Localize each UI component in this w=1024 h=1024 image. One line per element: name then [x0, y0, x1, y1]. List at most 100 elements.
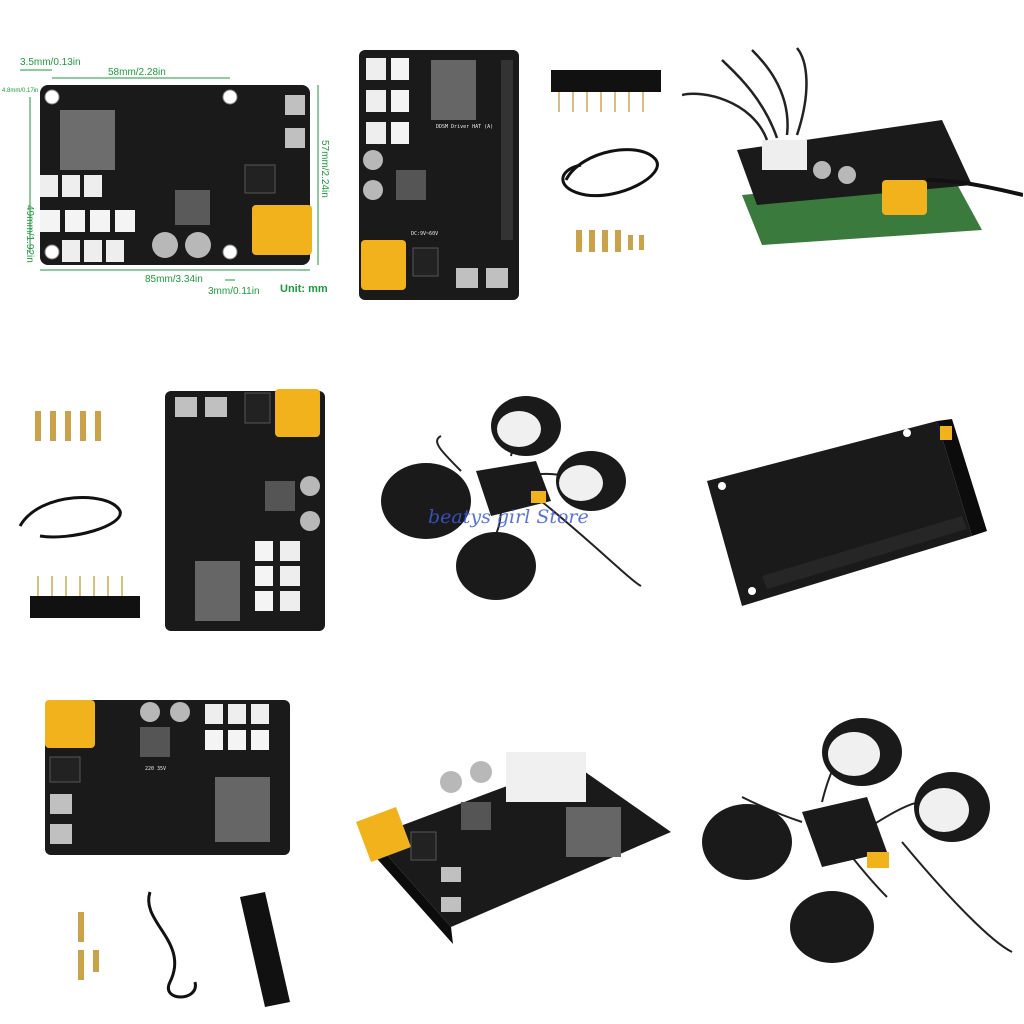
wheel-hub — [559, 465, 603, 501]
mount-hole — [44, 89, 60, 105]
pcb-board — [707, 421, 972, 606]
usb-c-port — [456, 268, 478, 288]
capacitor — [152, 232, 178, 258]
wheel-hub — [919, 788, 969, 832]
usb-cable — [147, 891, 197, 999]
capacitor — [140, 702, 160, 722]
unit-label: Unit: mm — [280, 283, 328, 295]
driver-chip — [175, 190, 210, 225]
dimension-lines — [20, 69, 319, 281]
power-label: DC:9V~60V — [411, 231, 438, 237]
usb-c-port — [285, 95, 305, 115]
capacitor — [300, 511, 320, 531]
driver-chip — [265, 481, 295, 511]
dim-left-offset: 3.5mm/0.13in — [20, 57, 81, 68]
driver-chip — [461, 802, 491, 830]
capacitor — [363, 180, 383, 200]
cap-rating: 220 35V — [145, 766, 166, 772]
usb-cable — [561, 148, 659, 198]
dc-jack — [244, 164, 276, 194]
capacitor — [470, 761, 492, 783]
servo-connectors — [366, 58, 409, 144]
capacitor — [300, 476, 320, 496]
esp32-module — [215, 777, 270, 842]
usb-c-port-2 — [285, 128, 305, 148]
servo-connectors — [506, 752, 586, 802]
board-title: DDSM Driver HAT (A) — [436, 124, 493, 130]
motor-cables — [682, 47, 808, 141]
xt60-connector — [45, 700, 95, 748]
dim-small-offset: 4.8mm/0.17in — [2, 88, 38, 94]
usb-c-port-2 — [486, 268, 508, 288]
xt60-connector — [356, 807, 411, 862]
wheel — [381, 463, 471, 539]
esp32-module — [431, 60, 476, 120]
mount-hole — [222, 89, 238, 105]
board-rotated-accessories — [0, 341, 341, 682]
xt60-connector — [275, 389, 320, 437]
header-pins — [558, 92, 644, 112]
driver-chip — [396, 170, 426, 200]
dimension-drawing: 3.5mm/0.13in 58mm/2.28in 4.8mm/0.17in 49… — [0, 0, 341, 341]
xt60-connector — [361, 240, 406, 290]
xt60-connector — [252, 205, 312, 255]
board-underside — [682, 341, 1023, 682]
servo-connectors — [762, 140, 807, 170]
esp32-module — [566, 807, 621, 857]
pcb-board — [802, 797, 887, 867]
dim-height-total: 57mm/2.24in — [319, 140, 330, 198]
standoffs — [576, 230, 644, 252]
wheel-hub — [497, 411, 541, 447]
dim-hole-height: 49mm/1.92in — [24, 205, 35, 263]
mount-hole — [44, 244, 60, 260]
xt60-connector — [882, 180, 927, 215]
usb-cable — [18, 496, 122, 539]
dim-edge-offset: 3mm/0.11in — [208, 286, 260, 297]
dc-jack — [244, 392, 271, 424]
usb-c-port — [441, 867, 461, 882]
pcb-board — [359, 50, 519, 300]
power-cable — [926, 178, 1023, 197]
board-on-raspberry-pi — [682, 0, 1023, 341]
capacitor — [440, 771, 462, 793]
mount-hole — [222, 244, 238, 260]
esp32-module — [195, 561, 240, 621]
servo-connectors — [205, 704, 269, 750]
wheel-hub — [828, 732, 880, 776]
xt60-connector — [867, 852, 889, 868]
capacitor — [813, 161, 831, 179]
pin-header — [762, 516, 967, 589]
dc-jack — [410, 831, 437, 861]
usb-c-port-2 — [50, 824, 72, 844]
xt60-connector — [531, 491, 546, 503]
esp32-module — [60, 110, 115, 170]
usb-c-port-2 — [441, 897, 461, 912]
pin-header — [501, 60, 513, 240]
dim-hole-spacing: 58mm/2.28in — [108, 67, 166, 78]
board-angled — [341, 682, 682, 1023]
standoffs — [35, 411, 101, 441]
header-pins — [37, 576, 123, 596]
dc-jack — [412, 247, 439, 277]
usb-c-port — [175, 397, 197, 417]
wheel — [702, 804, 792, 880]
board-with-wheels-angled — [682, 682, 1023, 1023]
store-watermark: beatys girl Store — [428, 506, 589, 528]
dim-width-total: 85mm/3.34in — [145, 274, 203, 285]
wheel — [456, 532, 536, 600]
mount-hole — [718, 429, 911, 595]
capacitor — [838, 166, 856, 184]
pcb-board — [371, 762, 671, 927]
header-strip — [240, 892, 290, 1007]
xt60-connector — [940, 426, 952, 440]
usb-c-port — [50, 794, 72, 814]
dc-jack — [49, 756, 81, 783]
driver-chip — [140, 727, 170, 757]
capacitor — [170, 702, 190, 722]
board-with-wheels — [341, 341, 682, 682]
board-top-accessories: DDSM Driver HAT (A) DC:9V~60V — [341, 0, 682, 341]
header-strip — [551, 70, 661, 92]
dimension-drawing-svg: 3.5mm/0.13in 58mm/2.28in 4.8mm/0.17in 49… — [2, 57, 330, 297]
servo-connectors — [40, 175, 135, 262]
header-strip — [30, 596, 140, 618]
